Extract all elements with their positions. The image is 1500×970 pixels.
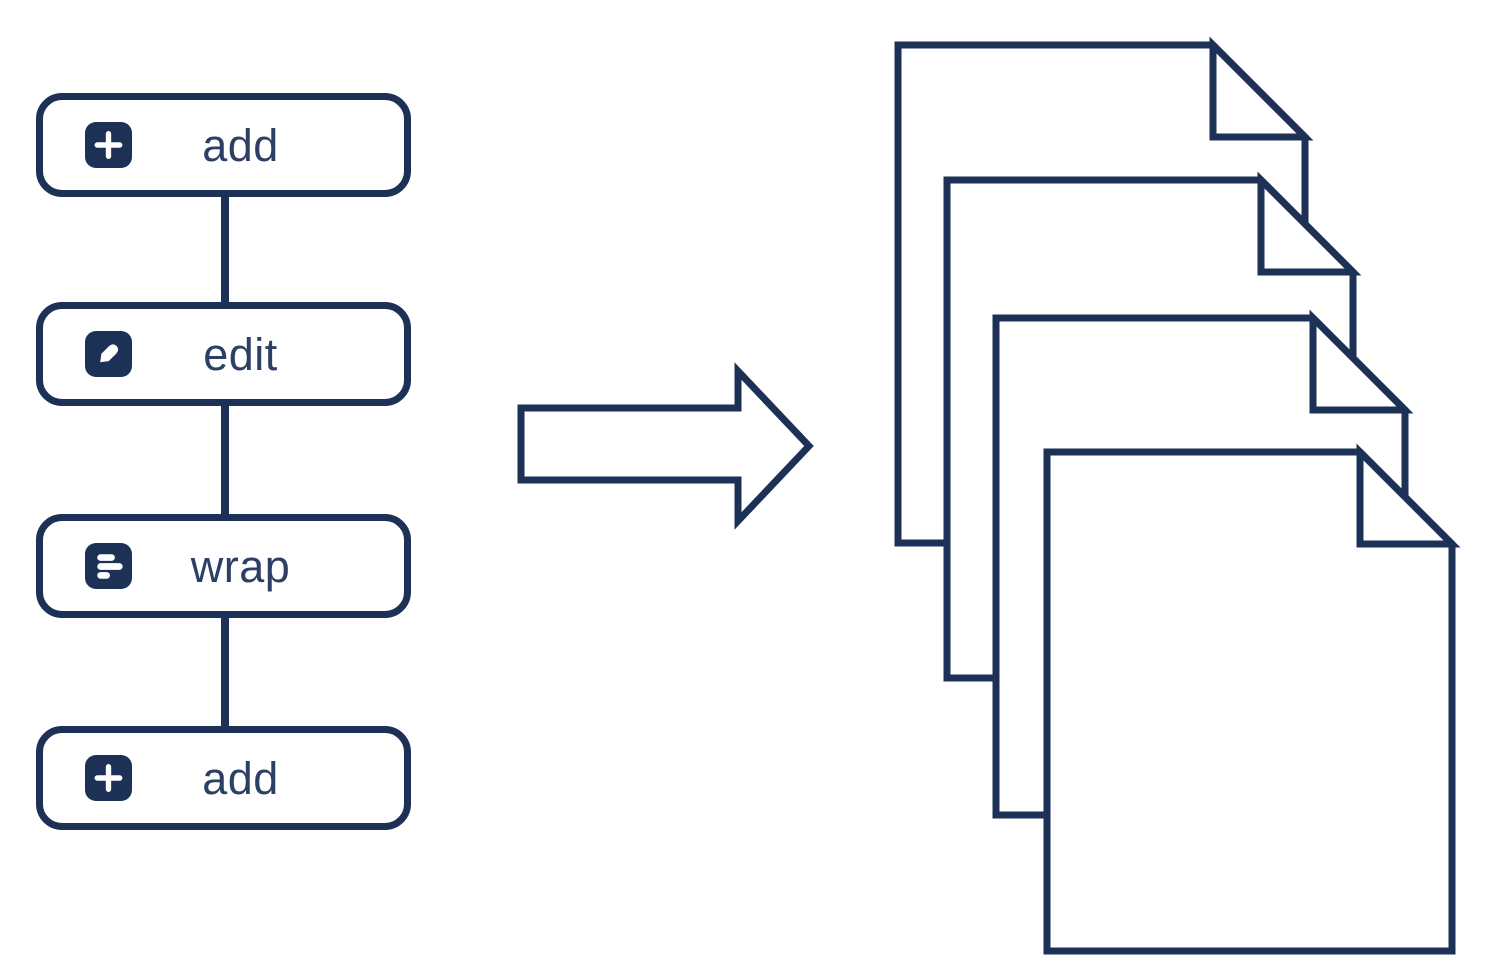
pipeline-node-wrap: wrap (36, 514, 411, 618)
wrap-lines-icon (85, 543, 132, 589)
document-fold (1209, 36, 1314, 141)
connector-line (221, 616, 229, 729)
document-stack (894, 36, 1461, 955)
node-label: edit (203, 328, 278, 380)
node-label: wrap (190, 540, 291, 592)
document-fold (1356, 443, 1461, 548)
pencil-icon (85, 331, 132, 377)
connector-line (221, 195, 229, 305)
document-fold (1309, 309, 1414, 414)
document-fold (1257, 171, 1362, 276)
pipeline-node-add-2: add (36, 726, 411, 830)
arrow-right-shape (517, 362, 814, 530)
document-icon (1043, 443, 1461, 955)
plus-icon (85, 755, 132, 801)
node-label: add (202, 119, 279, 171)
pipeline-node-add-1: add (36, 93, 411, 197)
plus-icon (85, 122, 132, 168)
node-label: add (202, 752, 279, 804)
pipeline-node-edit: edit (36, 302, 411, 406)
document-page (1043, 448, 1456, 955)
connector-line (221, 404, 229, 517)
arrow-right-icon (517, 362, 814, 530)
